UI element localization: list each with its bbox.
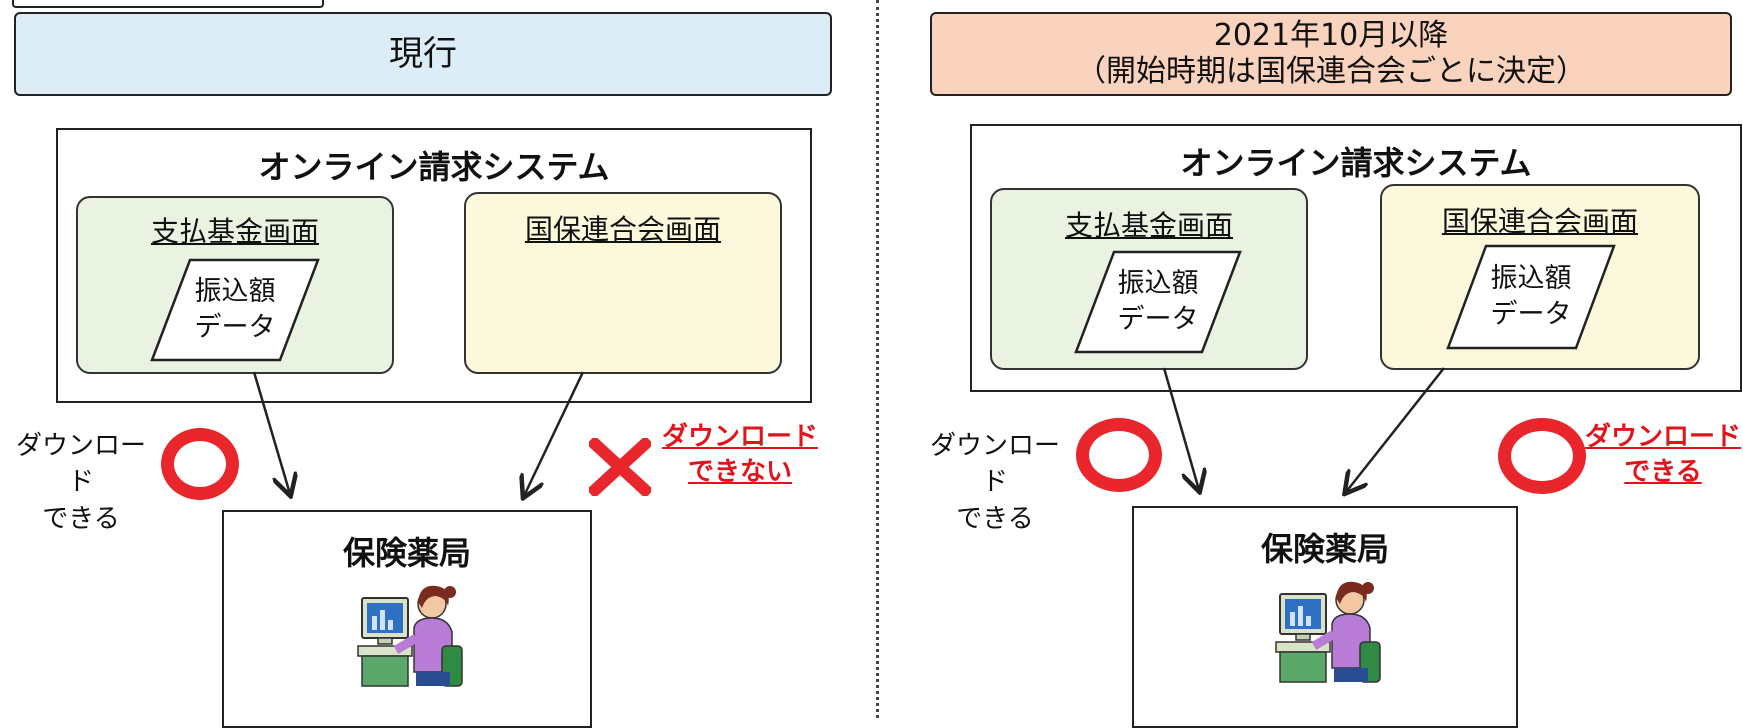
right-arrow-fund bbox=[1162, 367, 1199, 490]
right-header: 2021年10月以降 （開始時期は国保連合会ごとに決定） bbox=[930, 12, 1732, 96]
right-kokuho-screen-title: 国保連合会画面 bbox=[1441, 205, 1638, 238]
right-download-ok-label: ダウンロード できる bbox=[920, 428, 1070, 537]
left-fund-screen: 支払基金画面 振込額 データ bbox=[76, 196, 394, 374]
left-online-system: オンライン請求システム 支払基金画面 振込額 データ 国保連合会画面 bbox=[56, 128, 812, 403]
right-kokuho-data: 振込額 データ bbox=[1446, 242, 1616, 352]
left-transfer-data: 振込額 データ bbox=[150, 256, 320, 364]
right-download-new-label: ダウンロード できる bbox=[1584, 420, 1742, 490]
right-header-line1: 2021年10月以降 bbox=[1213, 18, 1449, 53]
cross-ng-icon bbox=[589, 438, 651, 496]
left-system-title: オンライン請求システム bbox=[258, 148, 610, 186]
left-transfer-data-shape bbox=[150, 258, 320, 362]
right-kokuho-data-shape bbox=[1446, 244, 1616, 350]
right-header-line2: （開始時期は国保連合会ごとに決定） bbox=[1076, 54, 1586, 89]
right-fund-data-line2: データ bbox=[1117, 304, 1199, 335]
left-pharmacy-title: 保険薬局 bbox=[342, 534, 471, 572]
left-download-ng-line2: できない bbox=[687, 457, 792, 488]
left-arrow-fund bbox=[252, 371, 290, 494]
right-fund-screen: 支払基金画面 振込額 データ bbox=[990, 188, 1308, 370]
center-divider bbox=[876, 0, 879, 718]
left-header: 現行 bbox=[14, 12, 832, 96]
right-download-ok-line2: できる bbox=[956, 503, 1034, 534]
right-download-new-line1: ダウンロード bbox=[1584, 422, 1741, 452]
pharmacist-computer-icon bbox=[1275, 581, 1381, 683]
left-kokuho-screen-title: 国保連合会画面 bbox=[524, 213, 721, 246]
left-kokuho-screen: 国保連合会画面 bbox=[464, 192, 782, 374]
circle-ok-icon bbox=[1076, 418, 1162, 492]
left-arrows bbox=[252, 371, 585, 728]
left-transfer-data-line2: データ bbox=[194, 312, 276, 343]
top-partial-box bbox=[12, 0, 324, 8]
right-online-system: オンライン請求システム 支払基金画面 振込額 データ 国保連合会画面 振込額 デ… bbox=[970, 124, 1742, 392]
left-transfer-data-line1: 振込額 bbox=[194, 275, 276, 307]
circle-ok-icon bbox=[161, 428, 239, 500]
left-download-ok-line2: できる bbox=[42, 503, 120, 534]
right-kokuho-data-line2: データ bbox=[1490, 299, 1572, 330]
right-download-new-line2: できる bbox=[1624, 457, 1702, 488]
pharmacist-computer-icon bbox=[357, 585, 463, 687]
left-download-ng-line1: ダウンロード bbox=[661, 422, 818, 452]
right-pharmacy-box: 保険薬局 bbox=[1132, 506, 1518, 728]
right-arrows bbox=[1162, 367, 1445, 728]
circle-ok-icon bbox=[1498, 418, 1586, 494]
left-arrow-kokuho bbox=[524, 371, 585, 496]
left-header-text: 現行 bbox=[389, 33, 457, 74]
left-pharmacy-box: 保険薬局 bbox=[222, 510, 592, 728]
right-fund-data-line1: 振込額 bbox=[1117, 267, 1199, 299]
left-download-ng-label: ダウンロード できない bbox=[660, 420, 820, 490]
right-fund-screen-title: 支払基金画面 bbox=[1064, 209, 1233, 242]
left-download-ok-line1: ダウンロード bbox=[15, 431, 146, 498]
left-download-ok-label: ダウンロード できる bbox=[6, 428, 156, 537]
right-pharmacy-title: 保険薬局 bbox=[1260, 530, 1389, 568]
right-download-ok-line1: ダウンロード bbox=[929, 431, 1060, 498]
right-kokuho-data-line1: 振込額 bbox=[1490, 262, 1572, 294]
right-system-title: オンライン請求システム bbox=[1180, 144, 1532, 182]
right-arrow-kokuho-line bbox=[1346, 367, 1445, 492]
left-fund-screen-title: 支払基金画面 bbox=[150, 215, 319, 248]
right-fund-data-shape bbox=[1074, 250, 1242, 354]
right-fund-data: 振込額 データ bbox=[1074, 248, 1242, 356]
right-kokuho-screen: 国保連合会画面 振込額 データ bbox=[1380, 184, 1700, 370]
